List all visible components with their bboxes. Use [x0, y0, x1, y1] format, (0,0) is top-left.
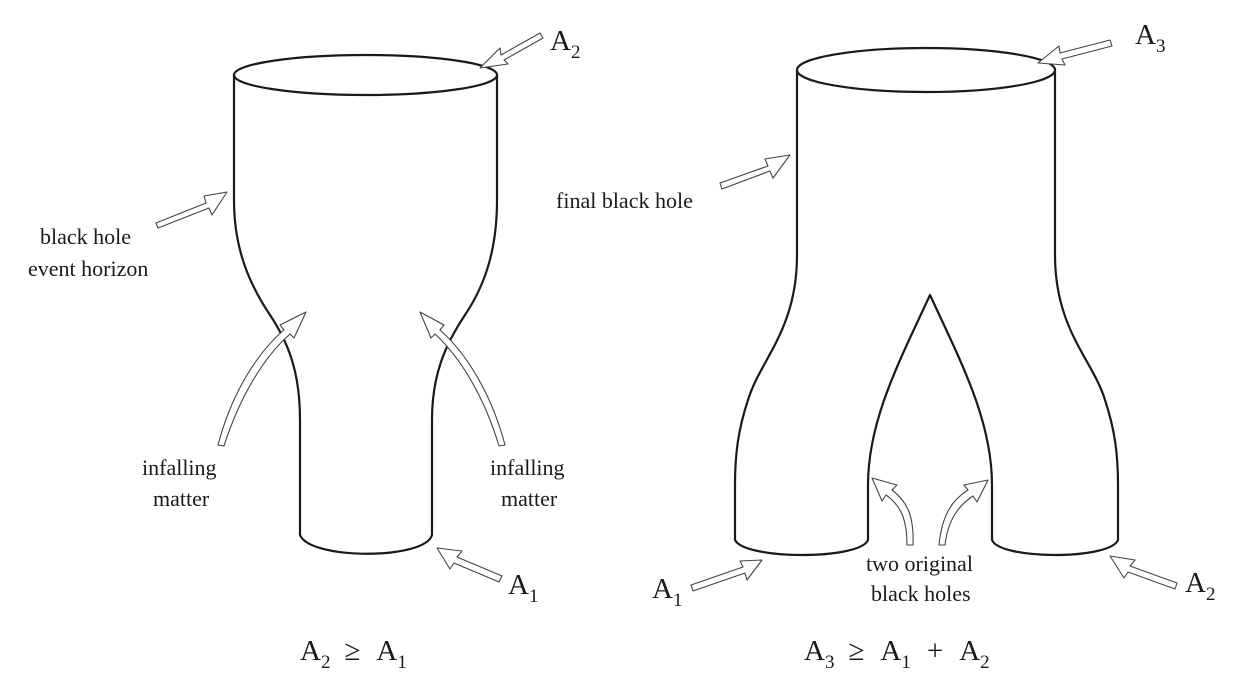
- left-horizon-arrow: [155, 191, 228, 229]
- right-left-area-label: A1: [652, 573, 682, 611]
- right-top-ellipse: [795, 46, 1057, 94]
- right-diagram: A3 final black hole two original black h…: [556, 19, 1215, 673]
- left-top-ellipse: [232, 53, 499, 97]
- right-top-arrow: [1037, 39, 1113, 66]
- left-horizon-label-2: event horizon: [28, 256, 148, 281]
- left-equation: A2≥A1: [300, 635, 407, 673]
- original-label-1: two original: [866, 551, 973, 576]
- original-right-arrow: [938, 479, 989, 546]
- left-diagram: A2 black hole event horizon infalling ma…: [28, 25, 580, 673]
- left-top-arrow: [479, 32, 544, 69]
- right-right-area-label: A2: [1185, 567, 1215, 605]
- left-infalling-label-2: matter: [153, 486, 210, 511]
- right-infalling-arrow: [419, 311, 506, 447]
- left-bottom-area-label: A1: [508, 569, 538, 607]
- right-infalling-label-1: infalling: [490, 455, 565, 480]
- left-infalling-label-1: infalling: [142, 455, 217, 480]
- right-horizon-outline: [733, 68, 1120, 557]
- final-black-hole-label: final black hole: [556, 188, 693, 213]
- left-top-area-label: A2: [550, 25, 580, 63]
- right-left-bottom-arrow: [690, 559, 763, 592]
- right-top-area-label: A3: [1135, 19, 1165, 57]
- left-horizon-outline: [232, 73, 499, 555]
- original-left-arrow: [871, 477, 914, 546]
- right-equation: A3≥A1+A2: [804, 635, 990, 673]
- right-infalling-label-2: matter: [501, 486, 558, 511]
- original-label-2: black holes: [871, 581, 971, 606]
- left-infalling-arrow: [217, 311, 307, 447]
- left-horizon-label-1: black hole: [40, 224, 131, 249]
- right-right-bottom-arrow: [1109, 555, 1178, 590]
- left-bottom-arrow: [436, 547, 503, 583]
- right-final-arrow: [719, 154, 791, 190]
